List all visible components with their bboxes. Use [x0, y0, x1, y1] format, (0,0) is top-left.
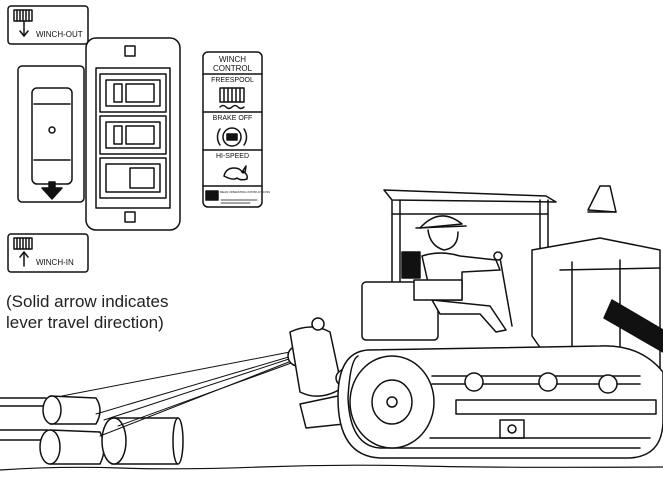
- winch-control-plate: [203, 52, 262, 207]
- winch-out-label: WINCH-OUT: [36, 30, 83, 39]
- caption: (Solid arrow indicates lever travel dire…: [6, 291, 169, 333]
- hi-speed-label: HI-SPEED: [203, 153, 262, 160]
- plate-title-line1: WINCH: [203, 55, 262, 64]
- ground-line: [0, 465, 663, 470]
- caption-line1: (Solid arrow indicates: [6, 291, 169, 312]
- winch-in-label: WINCH-IN: [36, 258, 74, 267]
- freespool-label: FREESPOOL: [203, 77, 262, 84]
- logs: [0, 396, 183, 464]
- plate-footer-text: READ OPERATING INSTRUCTIONS: [220, 190, 270, 194]
- winch-drum-icon: [14, 10, 32, 21]
- switch-panel: [86, 38, 180, 230]
- brake-off-label: BRAKE OFF: [203, 115, 262, 122]
- bulldozer: [288, 186, 663, 458]
- caption-line2: lever travel direction): [6, 312, 169, 333]
- winch-drum-icon: [14, 238, 32, 249]
- plate-title-line2: CONTROL: [203, 64, 262, 73]
- winch-lever: [18, 66, 84, 202]
